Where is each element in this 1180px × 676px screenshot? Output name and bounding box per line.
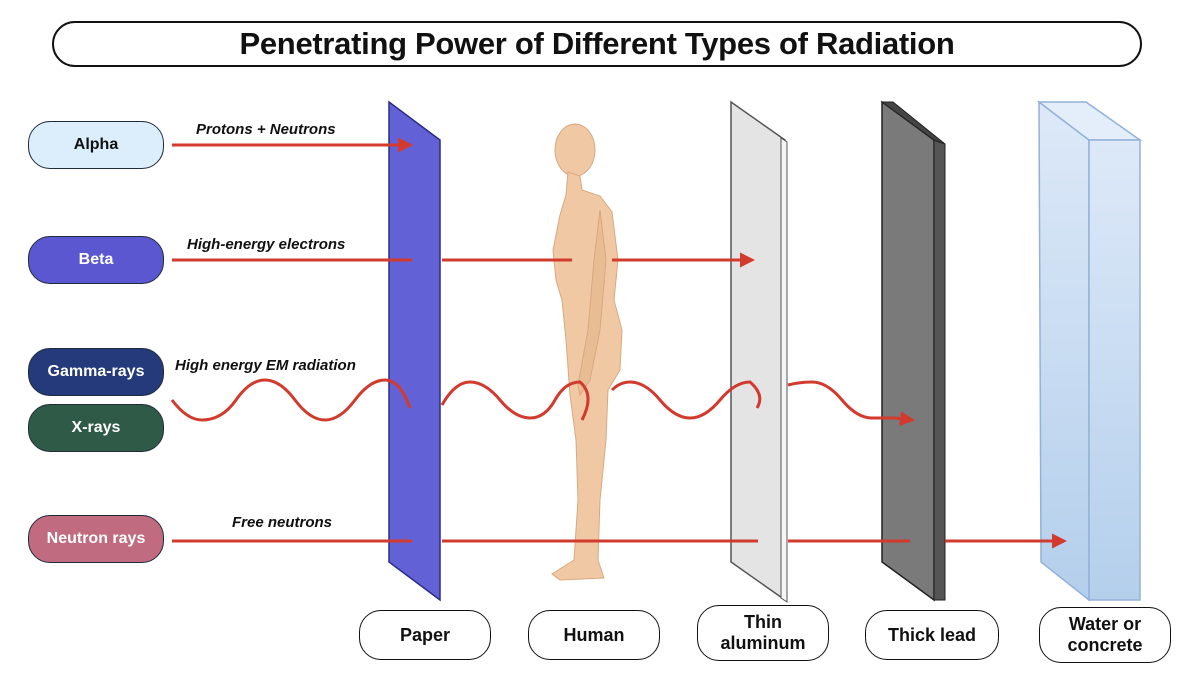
human-figure <box>551 123 623 581</box>
material-paper: Paper <box>359 610 491 660</box>
lead-barrier <box>881 100 935 602</box>
page-title: Penetrating Power of Different Types of … <box>239 26 955 61</box>
material-water-concrete: Water or concrete <box>1039 607 1171 663</box>
title-banner: Penetrating Power of Different Types of … <box>52 21 1142 67</box>
source-beta: Beta <box>28 236 164 284</box>
gamma-xray-wave <box>170 378 915 427</box>
alpha-description: Protons + Neutrons <box>196 121 336 138</box>
source-alpha: Alpha <box>28 121 164 169</box>
material-thick-lead: Thick lead <box>865 610 999 660</box>
beta-description: High-energy electrons <box>187 236 346 253</box>
water-concrete-barrier <box>1036 100 1143 602</box>
source-gamma-rays: Gamma-rays <box>28 348 164 396</box>
gamma-description: High energy EM radiation <box>175 357 356 374</box>
paper-barrier <box>388 100 441 602</box>
source-neutron-rays: Neutron rays <box>28 515 164 563</box>
aluminum-barrier <box>730 100 786 602</box>
neutron-description: Free neutrons <box>232 514 333 531</box>
material-human: Human <box>528 610 660 660</box>
material-thin-aluminum: Thin aluminum <box>697 605 829 661</box>
source-x-rays: X-rays <box>28 404 164 452</box>
